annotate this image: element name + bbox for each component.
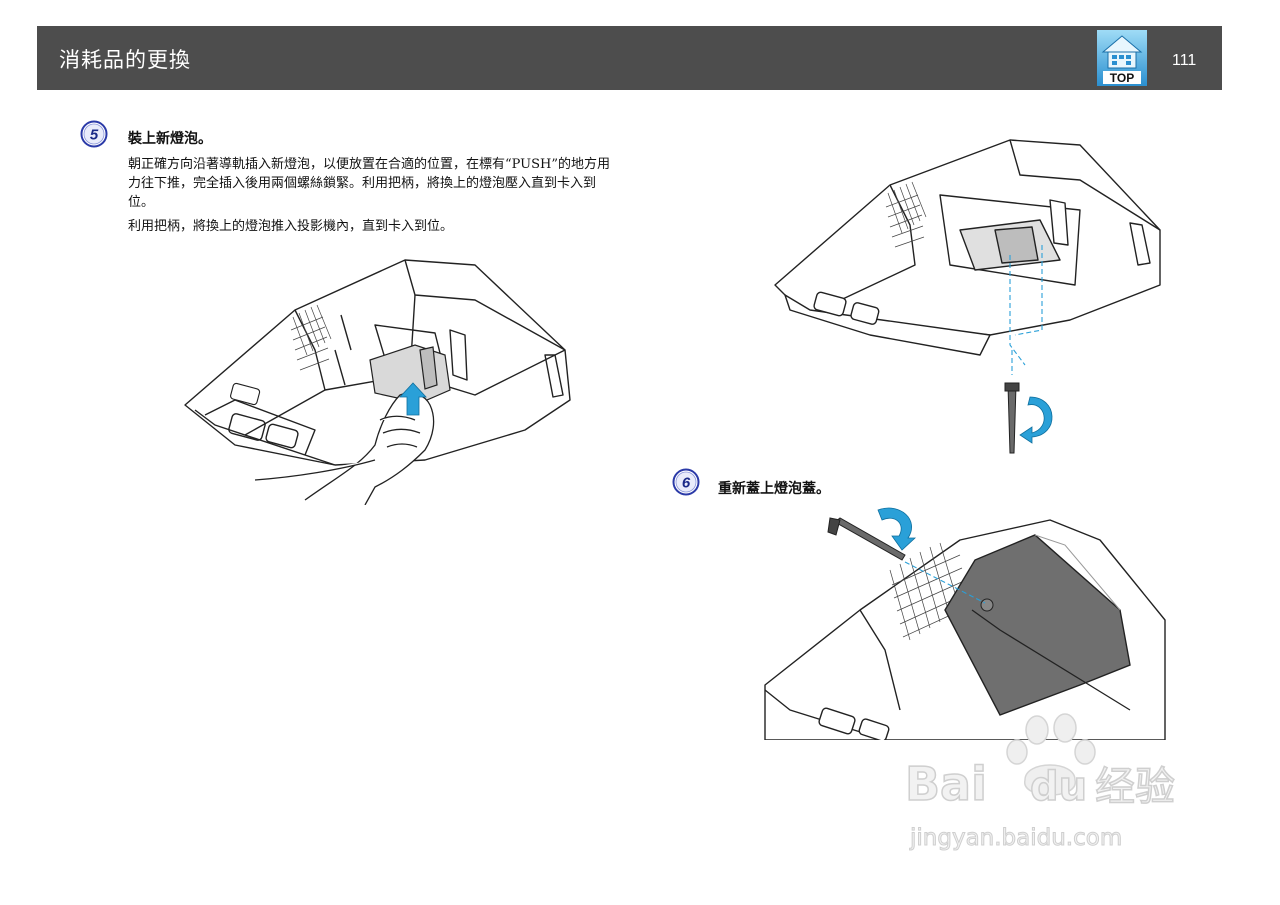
house-icon: TOP xyxy=(1097,30,1147,86)
step-5-title: 裝上新燈泡。 xyxy=(128,131,212,147)
watermark-brand-1: Bai xyxy=(905,757,987,811)
watermark-brand-2: du xyxy=(1030,764,1087,810)
watermark-brand-cjk: 经验 xyxy=(1095,764,1175,810)
step-6-title: 重新蓋上燈泡蓋。 xyxy=(718,481,830,497)
baidu-watermark: Bai du 经验 jingyan.baidu.com xyxy=(904,710,1205,860)
section-title: 消耗品的更換 xyxy=(59,48,191,72)
lamp-insert-illustration xyxy=(184,259,571,505)
step-5-number: 5 xyxy=(90,127,99,144)
top-button[interactable]: TOP xyxy=(1097,30,1147,86)
watermark-url: jingyan.baidu.com xyxy=(909,825,1122,851)
step-5-body: 朝正確方向沿著導軌插入新燈泡，以便放置在合適的位置，在標有“PUSH”的地方用力… xyxy=(128,155,618,241)
step-5-paragraph-1: 朝正確方向沿著導軌插入新燈泡，以便放置在合適的位置，在標有“PUSH”的地方用力… xyxy=(128,157,611,210)
page-header: 消耗品的更換 TOP 111 xyxy=(37,26,1222,90)
lamp-cover-illustration xyxy=(764,507,1166,740)
step-6-badge: 6 xyxy=(672,468,700,496)
step-6-number: 6 xyxy=(682,475,691,492)
top-label: TOP xyxy=(1110,71,1134,85)
baidu-paw-logo: Bai du 经验 jingyan.baidu.com xyxy=(904,713,1176,852)
step-5-badge: 5 xyxy=(80,120,108,148)
page-number: 111 xyxy=(1172,52,1197,69)
lamp-screws-illustration xyxy=(774,139,1161,454)
step-5-paragraph-2: 利用把柄，將換上的燈泡推入投影機內，直到卡入到位。 xyxy=(128,219,454,234)
